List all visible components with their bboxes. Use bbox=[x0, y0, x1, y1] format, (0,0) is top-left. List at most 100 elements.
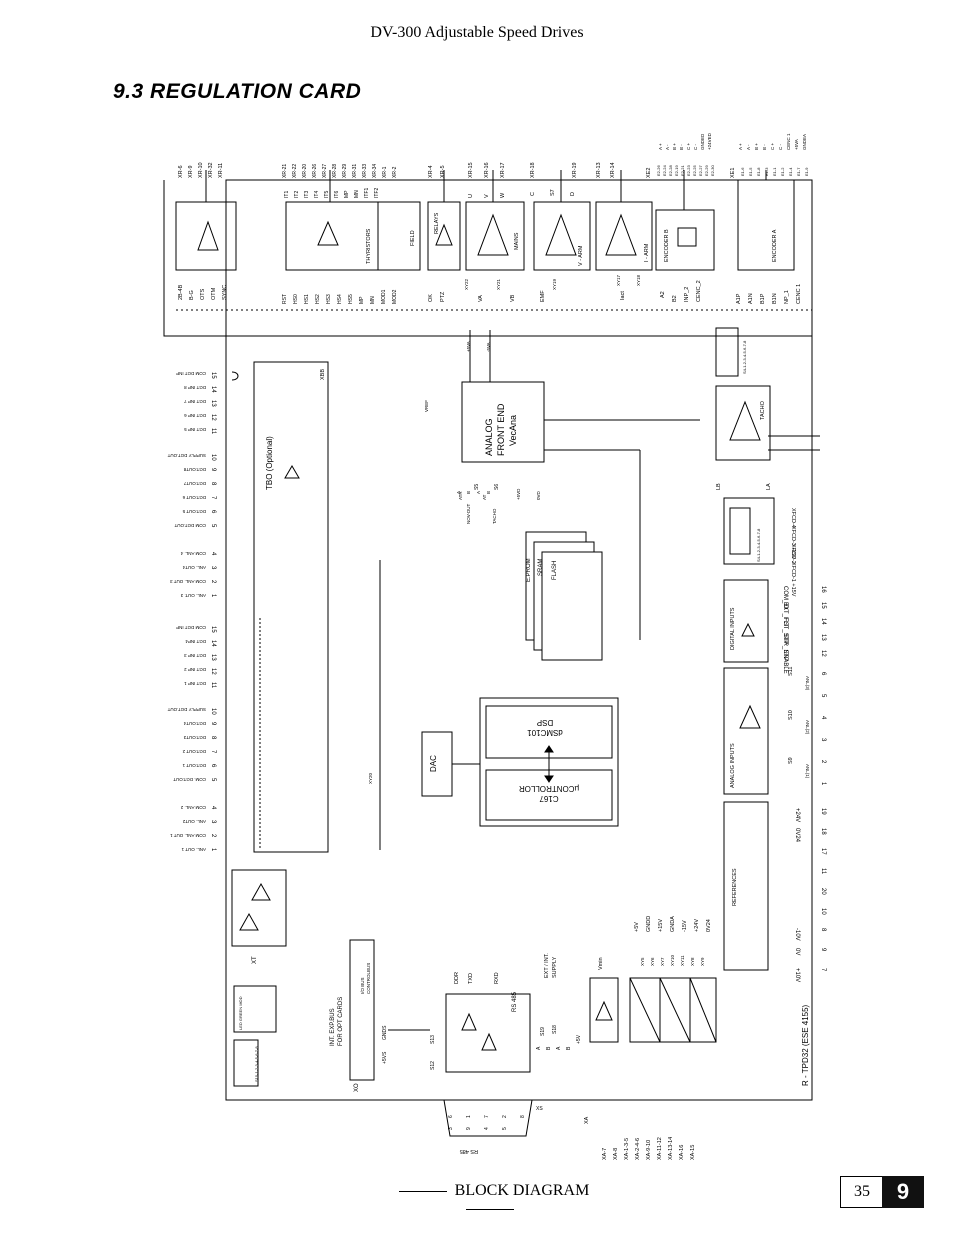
digital-input-label: EXT_FLT bbox=[782, 602, 788, 628]
reference-terminal-number: 9 bbox=[820, 948, 826, 952]
signal-label: HS5 bbox=[348, 294, 354, 304]
encoder-signal: B + bbox=[754, 143, 759, 150]
encoder-signal: CENC 1 bbox=[786, 133, 791, 150]
tbo-terminal-label: ANL. OUT. 3 bbox=[180, 593, 206, 598]
reference-label: +24V bbox=[794, 808, 800, 822]
document-title: DV-300 Adjustable Speed Drives bbox=[370, 24, 584, 41]
rxd-label: RXD bbox=[494, 972, 500, 984]
switch-label: A bbox=[456, 491, 461, 494]
tbo-terminal-label: COM. DGT.OUT bbox=[173, 777, 206, 782]
analog-input-opamp-icon bbox=[739, 704, 761, 729]
tbo-opto-icon bbox=[284, 465, 300, 479]
pin-label: XR-22 bbox=[292, 164, 298, 178]
ddr-label: DDR bbox=[454, 972, 460, 984]
signal-label: CENC_2 bbox=[696, 280, 702, 302]
section-title: 9.3 REGULATION CARD bbox=[113, 80, 362, 103]
sram-label: SRAM bbox=[538, 559, 544, 576]
rail-label: +15V bbox=[658, 919, 664, 932]
db9-pin: 6 bbox=[448, 1115, 454, 1118]
digital-terminal-number: 16 bbox=[820, 586, 826, 593]
signal-label: IT6 bbox=[334, 191, 340, 198]
xy-label: XY19 bbox=[552, 278, 557, 290]
signal-label: EMF bbox=[540, 290, 546, 302]
pin-label: XR-21 bbox=[282, 164, 288, 178]
pin-label: XR-17 bbox=[500, 162, 506, 178]
tbo-terminal-number: 5 bbox=[210, 524, 216, 528]
footer-label: BLOCK DIAGRAM bbox=[454, 1182, 590, 1199]
tbo-terminal-number: 11 bbox=[210, 682, 216, 689]
io-bus-label: CONTROLBUS bbox=[366, 963, 371, 994]
analog-input-label: ANL(3) bbox=[805, 676, 810, 691]
tbo-terminal-label: DGT INP 2 bbox=[184, 667, 206, 672]
encoder-signal: C - bbox=[778, 144, 783, 151]
analog-inputs-block bbox=[723, 667, 769, 795]
xo-connector bbox=[349, 939, 375, 1081]
encoder-signal: A - bbox=[665, 144, 670, 150]
varm-opamp-icon bbox=[545, 213, 577, 256]
encoder-pin: E2-28 bbox=[668, 165, 673, 176]
signal-label: MOD2 bbox=[392, 289, 398, 304]
flash-block bbox=[541, 551, 603, 661]
relays-label: RELAYS bbox=[434, 212, 440, 234]
xy-label: XY21 bbox=[496, 278, 501, 290]
pin-label: XE2 bbox=[646, 168, 652, 178]
signal-label: 2B-4B bbox=[178, 284, 184, 300]
psu-diag bbox=[689, 977, 717, 1043]
tbo-terminal-number: 7 bbox=[210, 750, 216, 754]
switch-label: S4-1-2-3-4-5-6-7-8 bbox=[756, 528, 761, 562]
ext-supply-label: SUPPLY bbox=[552, 956, 558, 978]
led-module bbox=[233, 985, 277, 1033]
xy-label: XY8 bbox=[690, 957, 695, 966]
varm-label: V - ARM bbox=[578, 245, 584, 266]
pin-label: XR-33 bbox=[362, 164, 368, 178]
signal-label: IT4 bbox=[314, 191, 320, 198]
tbo-terminal-label: SUPPLY DGT.OUT bbox=[167, 453, 206, 458]
encoder-pin: E1-5 bbox=[748, 167, 753, 176]
ext-supply-label: EXT / INT. bbox=[544, 953, 550, 978]
tbo-terminal-label: COM ANL. OUT 3 bbox=[170, 579, 206, 584]
xt-dip-switch bbox=[233, 1039, 259, 1087]
signal-label: INP_2 bbox=[684, 287, 690, 302]
analog-input-label: ANL(1) bbox=[805, 764, 810, 779]
switch-label: S6 bbox=[494, 484, 500, 490]
eprom-label: E.PROM bbox=[526, 558, 532, 582]
afe-vref: VREF bbox=[424, 400, 429, 412]
rs485-block-label: RS 485 bbox=[512, 991, 518, 1012]
dsp-model-label: dSMC101 bbox=[527, 728, 563, 737]
tbo-terminal-label: COM ANL. 2 bbox=[180, 805, 206, 810]
xy-label: XY22 bbox=[464, 278, 469, 290]
card-label: R - TPD32 (ESE 4155) bbox=[801, 1004, 810, 1086]
signal-label: Iact bbox=[620, 291, 626, 300]
encoder-signal: C - bbox=[693, 144, 698, 151]
encoder-signal: GNDED bbox=[700, 133, 705, 150]
tbo-terminal-number: 2 bbox=[210, 580, 216, 584]
encoder-pin: E2-27 bbox=[698, 165, 703, 176]
optocoupler-icon bbox=[677, 227, 697, 247]
supply-label: +5VS bbox=[382, 1051, 388, 1064]
switch-label: S5 bbox=[474, 484, 480, 490]
signal-label: IT2 bbox=[294, 191, 300, 198]
xfcd-label: XFCD-2 bbox=[790, 544, 796, 564]
tbo-terminal-label: DGT INP 6 bbox=[184, 413, 206, 418]
tbo-terminal-number: 14 bbox=[210, 386, 216, 393]
switch-label: A bbox=[476, 491, 481, 494]
tbo-terminal-number: 6 bbox=[210, 510, 216, 514]
reference-terminal-number: 19 bbox=[820, 808, 826, 815]
tbo-terminal-number: 13 bbox=[210, 400, 216, 407]
encoder-pin: E2-25 bbox=[692, 165, 697, 176]
tbo-terminal-label: COM DGT.OUT bbox=[174, 523, 206, 528]
signal-label: HS0 bbox=[293, 294, 299, 304]
xy-label: XY7 bbox=[660, 957, 665, 966]
psu-diag bbox=[659, 977, 691, 1043]
tbo-terminal-label: DGT.OUT7 bbox=[183, 481, 206, 486]
thyristors-label: THYRISTORS bbox=[366, 228, 372, 264]
db9-pin: 7 bbox=[484, 1115, 490, 1118]
encoder-signal: A + bbox=[658, 143, 663, 150]
references-label: REFERENCES bbox=[732, 868, 738, 906]
tbo-terminal-number: 15 bbox=[210, 372, 216, 379]
xy-label: XY10 bbox=[670, 954, 675, 966]
encoder-signal: C + bbox=[686, 143, 691, 151]
signal-label: B1P bbox=[760, 293, 766, 304]
